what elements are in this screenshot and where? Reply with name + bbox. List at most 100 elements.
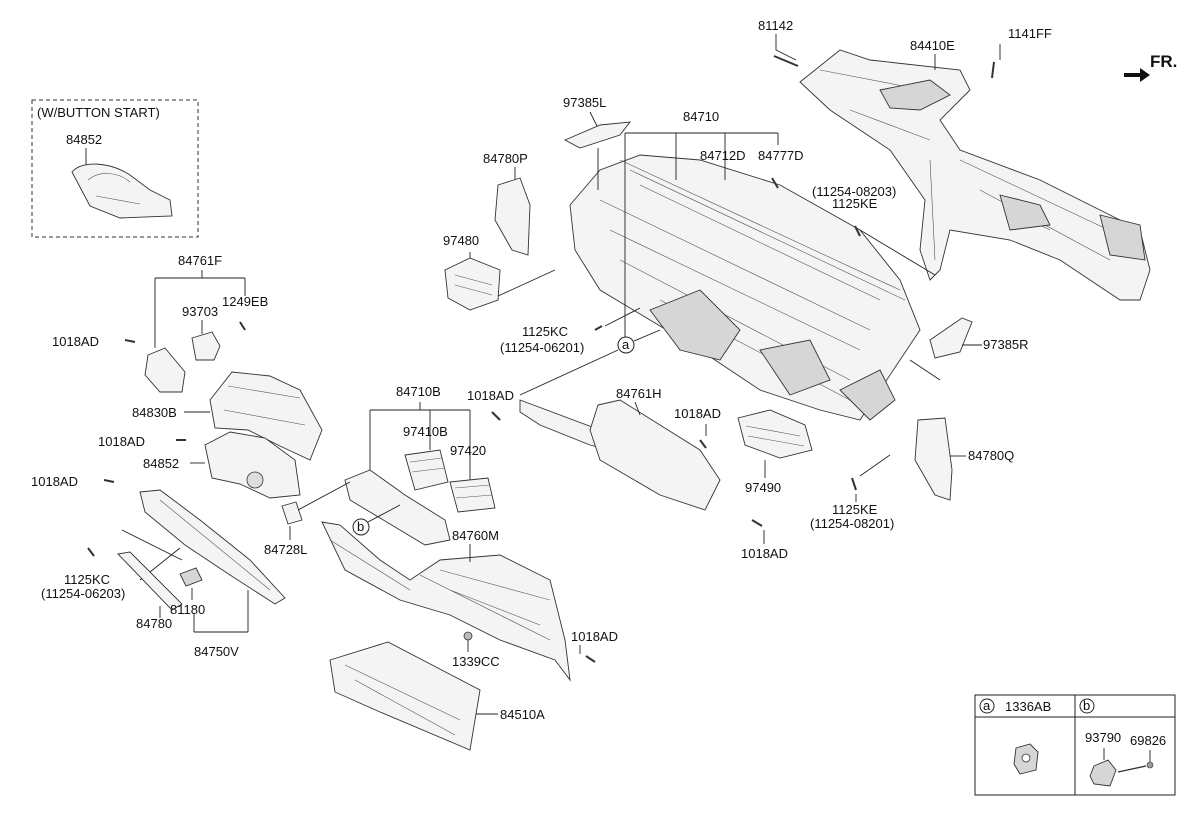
callout-1141FF[interactable]: 1141FF (1008, 26, 1052, 41)
part-97480-side-vent-left[interactable] (444, 257, 501, 311)
part-84780P-side-cover-left[interactable] (494, 177, 531, 256)
callout-1018AD-lower-center[interactable]: 1018AD (571, 629, 618, 644)
screw-1249EB[interactable] (239, 321, 246, 331)
callout-84728L[interactable]: 84728L (264, 542, 307, 557)
callout-84750V[interactable]: 84750V (194, 644, 239, 659)
part-84852-shroud-variant[interactable] (71, 163, 173, 219)
callout-84410E[interactable]: 84410E (910, 38, 955, 53)
callout-84761H[interactable]: 84761H (616, 386, 662, 401)
callout-84510A[interactable]: 84510A (500, 707, 545, 722)
variant-box-border (31, 99, 199, 238)
callout-1125KC-lower[interactable]: 1125KC (64, 572, 110, 587)
callout-1249EB[interactable]: 1249EB (222, 294, 268, 309)
callout-97480[interactable]: 97480 (443, 233, 479, 248)
cowl-crossbar-assembly[interactable] (799, 49, 1151, 301)
part-84830B-cluster-fascia[interactable] (209, 371, 323, 461)
screw-1018AD-left-3[interactable] (103, 479, 115, 483)
front-label: FR. (1150, 52, 1177, 71)
callout-1018AD-left-3[interactable]: 1018AD (31, 474, 78, 489)
part-84750V-lower-crash-pad-left[interactable] (139, 489, 286, 605)
screw-1018AD-lower-center[interactable] (585, 655, 596, 663)
legend-marker-b-label: b (1083, 698, 1090, 713)
part-84760M-lower-center-panel[interactable] (321, 521, 571, 682)
callout-84777D[interactable]: 84777D (758, 148, 804, 163)
ref-marker-b[interactable]: b (352, 518, 370, 536)
bolt-1125KC-upper[interactable] (594, 325, 603, 331)
callout-97490[interactable]: 97490 (745, 480, 781, 495)
callout-1018AD-center-left[interactable]: 1018AD (467, 388, 514, 403)
part-97385R-speaker-grille[interactable] (929, 317, 973, 359)
callout-1018AD-center-right[interactable]: 1018AD (674, 406, 721, 421)
part-97385L-speaker-grille[interactable] (563, 121, 631, 149)
callout-97385R[interactable]: 97385R (983, 337, 1029, 352)
part-84780-lower-trim[interactable] (117, 551, 183, 611)
callout-84780P[interactable]: 84780P (483, 151, 528, 166)
callout-1018AD-left-1[interactable]: 1018AD (52, 334, 99, 349)
callout-1339CC[interactable]: 1339CC (452, 654, 500, 669)
legend-table: a 1336AB b 93790 69826 (974, 694, 1176, 796)
callout-97410B[interactable]: 97410B (403, 424, 448, 439)
callout-1125KC-upper[interactable]: 1125KC (522, 324, 568, 339)
callout-1125KE-lower[interactable]: 1125KE (832, 502, 878, 517)
part-84728L-bracket[interactable] (281, 501, 303, 525)
button-start-variant-box: (W/BUTTON START) 84852 (31, 99, 199, 238)
legend-marker-a (979, 698, 995, 714)
callout-81180[interactable]: 81180 (170, 602, 205, 617)
ref-marker-a[interactable]: a (617, 336, 635, 354)
part-84710B-center-fascia[interactable] (344, 469, 451, 546)
callout-84780Q[interactable]: 84780Q (968, 448, 1014, 463)
part-93703-switch[interactable] (191, 331, 221, 361)
callout-84780[interactable]: 84780 (136, 616, 172, 631)
ref-marker-a-label: a (622, 337, 630, 352)
part-84780Q-side-cover-right[interactable] (914, 417, 953, 501)
part-97490-side-vent-right[interactable] (737, 409, 813, 459)
callout-1018AD-left-2[interactable]: 1018AD (98, 434, 145, 449)
callout-1125KE-upper[interactable]: 1125KE (832, 196, 878, 211)
screw-1018AD-center-right[interactable] (699, 439, 707, 449)
callout-11254-08203[interactable]: (11254-08203) (812, 184, 896, 199)
legend-part-69826[interactable]: 69826 (1130, 733, 1166, 748)
callout-84761F[interactable]: 84761F (178, 253, 222, 268)
bolt-1125KC-lower[interactable] (87, 547, 95, 557)
callout-97420[interactable]: 97420 (450, 443, 486, 458)
legend-marker-b (1079, 698, 1095, 714)
clip-1339CC[interactable] (463, 631, 473, 641)
screw-1018AD-center-left[interactable] (491, 411, 501, 421)
front-direction-indicator: FR. (1124, 52, 1177, 82)
legend-part-1336AB[interactable]: 1336AB (1005, 699, 1051, 714)
callout-84710[interactable]: 84710 (683, 109, 719, 124)
bolt-1125KE-upper[interactable] (854, 225, 861, 237)
part-84852-steering-shroud[interactable] (204, 431, 301, 499)
bolt-1141FF[interactable] (991, 61, 995, 79)
callout-1018AD-lower-right[interactable]: 1018AD (741, 546, 788, 561)
screw-84777D[interactable] (771, 177, 779, 189)
callout-11254-06201[interactable]: (11254-06201) (500, 340, 584, 355)
legend-part-93790[interactable]: 93790 (1085, 730, 1121, 745)
part-84761F-lower-panel[interactable] (144, 347, 186, 393)
screw-1018AD-left-1[interactable] (124, 339, 136, 343)
part-84761H-lower-panel[interactable] (589, 399, 721, 511)
bolt-81142[interactable] (773, 55, 799, 67)
screw-1018AD-lower-right[interactable] (751, 519, 763, 527)
callout-84852-box[interactable]: 84852 (66, 132, 102, 147)
part-93790-icon[interactable] (1089, 759, 1117, 787)
crash-pad-main[interactable] (569, 154, 921, 421)
callout-84852[interactable]: 84852 (143, 456, 179, 471)
callout-84712D[interactable]: 84712D (700, 148, 746, 163)
callout-84760M[interactable]: 84760M (452, 528, 499, 543)
part-81180-latch[interactable] (179, 567, 203, 587)
callout-11254-08201[interactable]: (11254-08201) (810, 516, 894, 531)
callout-11254-06203[interactable]: (11254-06203) (41, 586, 125, 601)
part-84510A-glove-box[interactable] (329, 641, 481, 751)
callout-81142[interactable]: 81142 (758, 18, 793, 33)
part-97420-center-vent-right[interactable] (449, 477, 496, 513)
callout-93703[interactable]: 93703 (182, 304, 218, 319)
callout-84830B[interactable]: 84830B (132, 405, 177, 420)
callout-97385L[interactable]: 97385L (563, 95, 606, 110)
screw-69826-icon[interactable] (1117, 765, 1147, 773)
bolt-1125KE-lower[interactable] (851, 477, 857, 491)
variant-box-title: (W/BUTTON START) (37, 105, 160, 120)
front-arrow-icon (1124, 68, 1150, 82)
callout-84710B[interactable]: 84710B (396, 384, 441, 399)
